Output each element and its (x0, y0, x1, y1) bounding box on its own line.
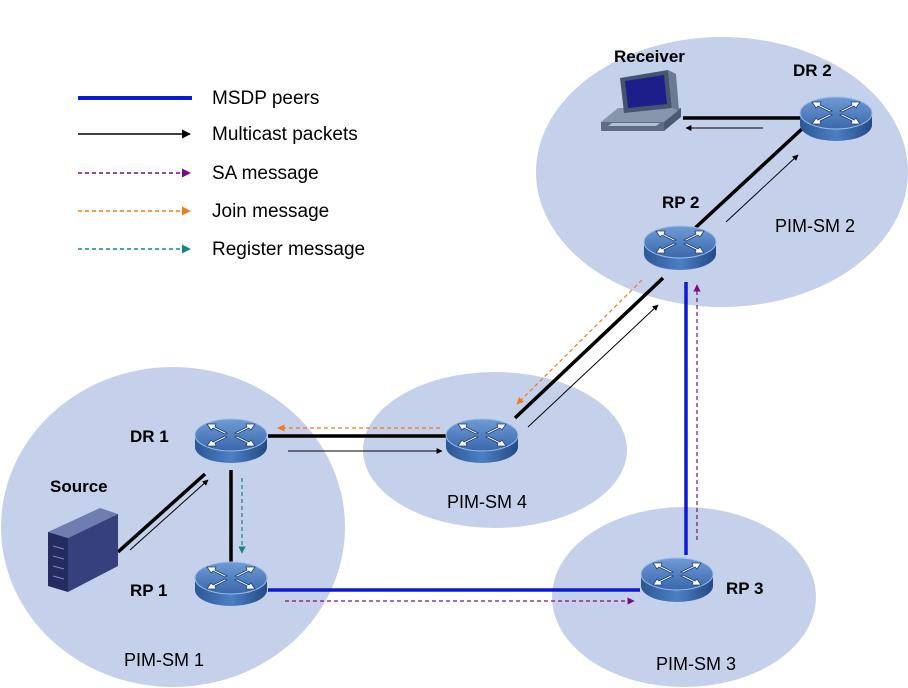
label-dr2: DR 2 (793, 61, 832, 80)
domain-pim-sm-2 (536, 37, 908, 307)
label-pim-sm-2: PIM-SM 2 (775, 216, 855, 236)
router-dr1-icon (194, 418, 268, 464)
link-pimsm4-rp2 (513, 276, 665, 420)
label-source: Source (50, 477, 108, 496)
receiver-pc-icon (601, 70, 681, 131)
join-arrows (277, 279, 643, 432)
legend: MSDP peers Multicast packets SA message … (78, 88, 365, 260)
legend-register-label: Register message (212, 239, 365, 260)
router-rp3-icon (640, 557, 714, 603)
domain-pim-sm-1 (1, 367, 345, 687)
mc-arrow-pimsm4-rp2 (527, 304, 659, 428)
legend-msdp-label: MSDP peers (212, 88, 319, 109)
link-source-dr1 (116, 472, 207, 554)
label-dr1: DR 1 (130, 427, 169, 446)
msdp-peer-links (268, 282, 688, 592)
links (116, 116, 805, 562)
label-pim-sm-1: PIM-SM 1 (124, 650, 204, 670)
legend-join-label: Join message (212, 201, 329, 222)
sa-arrows (285, 284, 701, 605)
multicast-arrows (129, 125, 799, 551)
legend-sa-label: SA message (212, 163, 319, 184)
router-rp2-icon (643, 225, 717, 271)
source-server-icon (48, 508, 118, 592)
router-dr2-icon (799, 96, 873, 142)
label-rp3: RP 3 (726, 579, 764, 598)
mc-arrow-source-dr1 (129, 479, 209, 551)
router-pimsm4-icon (445, 418, 519, 464)
legend-multicast-label: Multicast packets (212, 124, 358, 145)
link-rp2-dr2 (692, 126, 805, 231)
label-rp1: RP 1 (130, 581, 168, 600)
label-pim-sm-3: PIM-SM 3 (656, 654, 736, 674)
label-rp2: RP 2 (662, 193, 700, 212)
router-rp1-icon (194, 561, 268, 607)
label-pim-sm-4: PIM-SM 4 (447, 492, 527, 512)
mc-arrow-rp2-dr2 (725, 154, 799, 223)
label-receiver: Receiver (614, 47, 685, 66)
join-arrow-rp2-pimsm4 (516, 279, 643, 405)
